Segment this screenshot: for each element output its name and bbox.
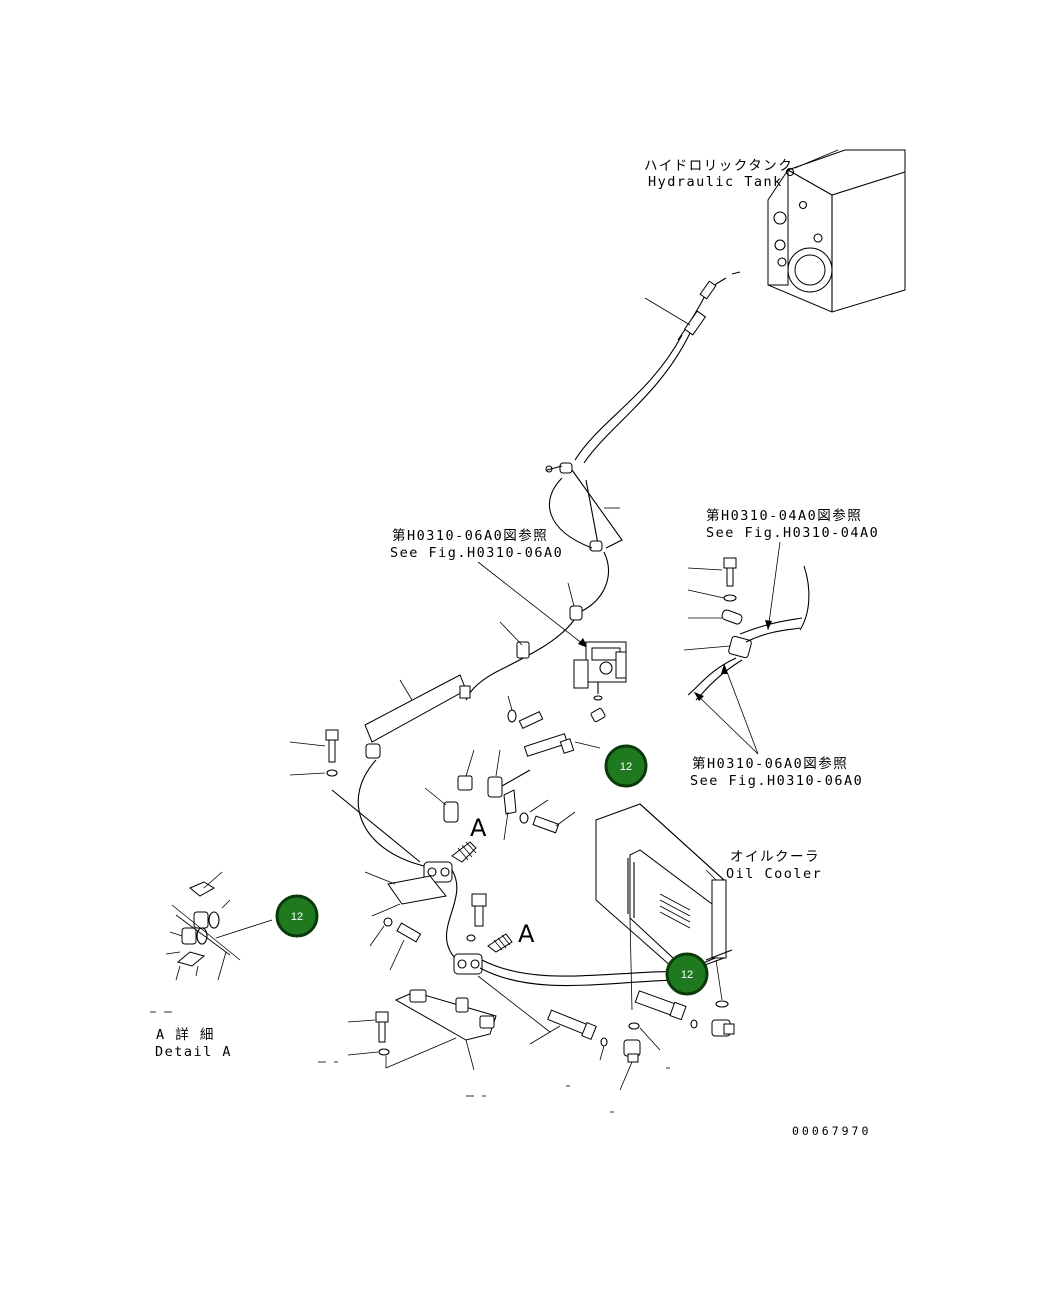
ref-h0310-06a0-lower-label-en: See Fig.H0310-06A0 (690, 773, 863, 789)
hydraulic-tank (767, 149, 906, 313)
bolt-washer-set-4 (347, 1011, 457, 1069)
ref2-arrowhead (765, 620, 772, 630)
detail-a-label-jp: A 詳 細 (156, 1027, 215, 1043)
ref-h0310-04a0-label-en: See Fig.H0310-04A0 (706, 525, 879, 541)
ref-h0310-06a0-lower-label-jp: 第H0310-06A0図参照 (692, 755, 848, 772)
badge-12-center[interactable]: 12 (604, 744, 648, 788)
bolt-washer-set-3 (369, 917, 422, 971)
view-marker-a-lower: A (518, 920, 535, 948)
valve-block (573, 641, 627, 723)
badge-12-right-label: 12 (681, 969, 693, 981)
ref3-leaders (693, 663, 759, 755)
detail-a-label-en: Detail A (155, 1044, 232, 1060)
return-hose (574, 271, 741, 464)
oil-cooler (595, 803, 733, 1011)
lower-threaded-fitting (529, 1009, 597, 1045)
cooler-threaded-fitting (634, 990, 687, 1021)
right-hose-set (683, 557, 810, 701)
ref2-leader (767, 541, 781, 631)
detail-a-assembly (150, 871, 273, 1013)
oil-cooler-label-en: Oil Cooler (726, 866, 822, 882)
pipe-fittings (424, 749, 531, 823)
middle-hose (465, 477, 609, 701)
view-marker-a-upper: A (470, 814, 487, 842)
leader-ticks (318, 1061, 670, 1113)
badge-12-left[interactable]: 12 (275, 894, 319, 938)
badge-12-left-label: 12 (291, 911, 303, 923)
clamp-assembly-mid (331, 759, 458, 959)
drawing-code: 00067970 (792, 1124, 871, 1138)
small-bracket-bolt (503, 789, 576, 841)
bolt-washer-set-1 (507, 695, 544, 729)
bolt-vertical (466, 893, 487, 942)
ref1-leader (477, 561, 589, 649)
lower-bracket (394, 989, 497, 1071)
oil-cooler-label-jp: オイルクーラ (730, 849, 820, 865)
view-arrow-upper (451, 841, 477, 863)
threaded-fitting (523, 733, 601, 757)
ref-h0310-06a0-label-en: See Fig.H0310-06A0 (390, 545, 563, 561)
ref-h0310-04a0-label-jp: 第H0310-04A0図参照 (706, 507, 862, 524)
hose-clip (499, 621, 530, 659)
ref-h0310-06a0-label-jp: 第H0310-06A0図参照 (392, 527, 548, 544)
elbow-fittings (599, 1019, 735, 1091)
long-bracket (364, 674, 471, 759)
hydraulic-tank-label-jp: ハイドロリックタンク (644, 158, 793, 174)
bolt-washer-set-2 (289, 729, 339, 777)
upper-clamp (545, 462, 623, 552)
view-arrow-lower (487, 933, 513, 953)
badge-12-center-label: 12 (620, 761, 632, 773)
badge-12-right[interactable]: 12 (665, 952, 709, 996)
hydraulic-tank-label-en: Hydraulic Tank (648, 174, 783, 190)
